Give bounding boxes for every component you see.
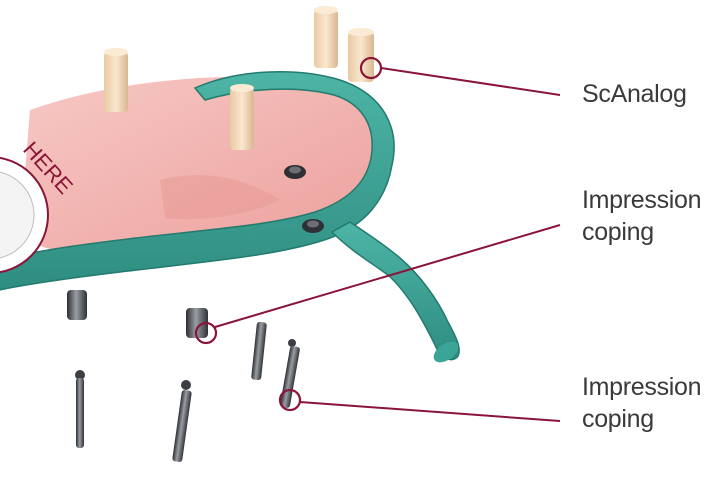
label-impression-coping-upper-line-1: Impression: [582, 184, 701, 216]
embedded-coping-3: [67, 290, 87, 320]
scanalog-3: [314, 6, 338, 68]
label-scanalog: ScAnalog: [582, 78, 687, 110]
label-scanalog-line-1: ScAnalog: [582, 78, 687, 110]
embedded-coping-2: [302, 219, 324, 233]
label-impression-coping-lower-line-2: coping: [582, 403, 701, 435]
scanalog-1: [104, 48, 128, 112]
coping-screw-3: [251, 322, 267, 381]
label-impression-coping-lower-line-1: Impression: [582, 371, 701, 403]
embedded-coping-1: [284, 165, 306, 179]
scanalog-4: [348, 28, 374, 82]
label-impression-coping-upper-line-2: coping: [582, 216, 701, 248]
leader-impression-coping-lower: [280, 390, 560, 421]
scanalog-2: [230, 84, 254, 150]
coping-screw-2: [172, 380, 192, 462]
tray-handle: [332, 222, 459, 360]
label-impression-coping-upper: Impression coping: [582, 184, 701, 248]
label-impression-coping-lower: Impression coping: [582, 371, 701, 435]
leader-scanalog: [361, 58, 560, 95]
coping-screw-1: [75, 370, 85, 448]
coping-screw-4: [280, 339, 301, 408]
